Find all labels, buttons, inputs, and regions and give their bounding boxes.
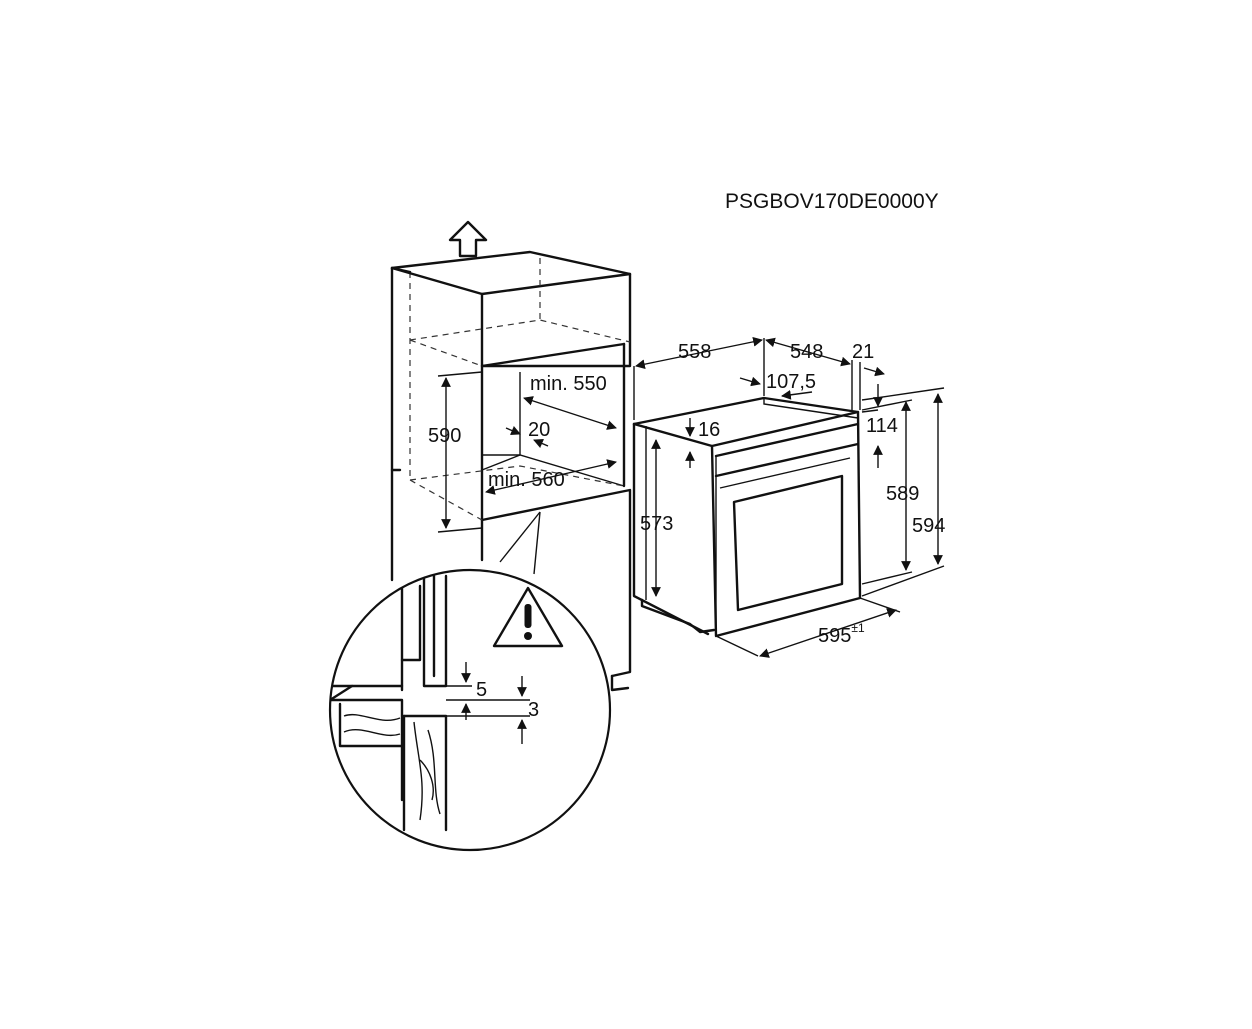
svg-text:20: 20	[528, 419, 550, 441]
dim-cabinet-width: min. 550	[523, 373, 617, 430]
svg-text:21: 21	[852, 341, 874, 363]
svg-text:558: 558	[678, 341, 711, 363]
svg-text:107,5: 107,5	[766, 371, 816, 393]
model-code: PSGBOV170DE0000Y	[725, 190, 939, 213]
svg-text:min. 560: min. 560	[488, 469, 565, 491]
svg-text:16: 16	[698, 419, 720, 441]
dim-cabinet-height: 590	[428, 371, 483, 533]
dim-oven-depth-body: 548	[765, 337, 853, 410]
dim-detail-gap-top: 5	[476, 679, 487, 701]
svg-text:114: 114	[866, 415, 898, 437]
warning-triangle-icon	[492, 586, 564, 648]
detail-circle: 5 3	[328, 568, 612, 852]
dim-cabinet-depth: min. 560	[485, 459, 617, 495]
svg-text:595±1: 595±1	[818, 621, 865, 647]
dim-oven-body-height: 573	[640, 439, 673, 597]
svg-text:589: 589	[886, 483, 919, 505]
dim-oven-front-height-inner: 589	[861, 399, 919, 585]
svg-text:573: 573	[640, 513, 673, 535]
up-arrow-icon	[448, 220, 488, 258]
dim-oven-top-margin: 16	[685, 418, 720, 468]
dim-cabinet-gap: 20	[505, 419, 550, 448]
dim-oven-width: 595±1	[715, 597, 901, 658]
svg-text:min. 550: min. 550	[530, 373, 607, 395]
dim-oven-front-height: 594	[861, 387, 945, 597]
dim-oven-depth-total: 558	[633, 336, 765, 420]
dim-oven-front-thickness: 21	[852, 341, 885, 410]
dim-detail-gap-bottom: 3	[528, 699, 539, 721]
svg-text:548: 548	[790, 341, 823, 363]
svg-text:594: 594	[912, 515, 945, 537]
svg-text:590: 590	[428, 425, 461, 447]
dim-oven-panel-height: 114	[861, 384, 898, 468]
dim-oven-offset: 107,5	[739, 371, 816, 400]
